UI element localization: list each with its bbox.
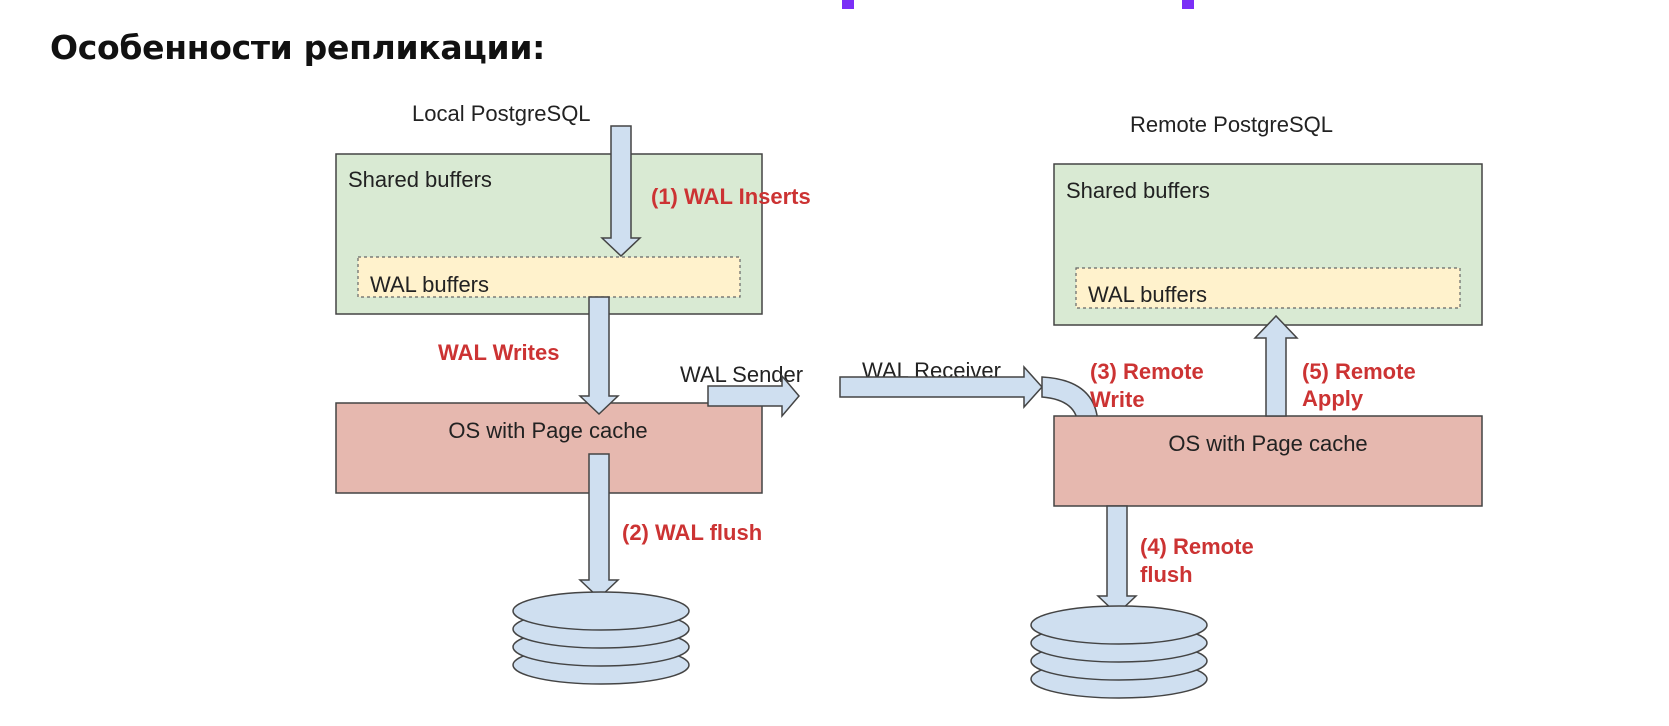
remote-apply-label-1: (5) Remote (1302, 359, 1416, 384)
remote-disk-icon (1030, 605, 1208, 699)
local-os-cache-box (335, 402, 763, 494)
remote-write-label-1: (3) Remote (1090, 359, 1204, 384)
wal-sender-arrow (707, 373, 800, 419)
wal-flush-label: (2) WAL flush (622, 520, 762, 545)
page-title: Особенности репликации: (50, 28, 546, 67)
local-shared-buffers-label: Shared buffers (348, 167, 492, 192)
remote-write-label-2: Write (1090, 387, 1145, 412)
remote-wal-buffers-box (1075, 267, 1461, 309)
remote-flush-label-2: flush (1140, 562, 1193, 587)
remote-os-cache-label: OS with Page cache (1168, 431, 1367, 456)
local-disk-icon (512, 591, 690, 685)
wal-flush-arrow (578, 453, 620, 600)
wal-writes-label: WAL Writes (438, 340, 559, 365)
purple-decoration-left (842, 0, 854, 9)
remote-flush-arrow (1096, 505, 1138, 616)
remote-apply-arrow (1253, 314, 1299, 417)
wal-writes-arrow (578, 296, 620, 416)
remote-postgresql-label: Remote PostgreSQL (1130, 112, 1333, 137)
wal-receiver-arrow (839, 365, 1044, 409)
remote-os-cache-box (1053, 415, 1483, 507)
remote-shared-buffers-label: Shared buffers (1066, 178, 1210, 203)
purple-decoration-right (1182, 0, 1194, 9)
local-os-cache-label: OS with Page cache (448, 418, 647, 443)
remote-flush-label-1: (4) Remote (1140, 534, 1254, 559)
remote-wal-buffers-label: WAL buffers (1088, 282, 1207, 307)
local-wal-buffers-label: WAL buffers (370, 272, 489, 297)
local-wal-buffers-box (357, 256, 741, 298)
remote-apply-label-2: Apply (1302, 386, 1364, 411)
wal-inserts-label: (1) WAL Inserts (651, 184, 811, 209)
wal-inserts-arrow (600, 125, 642, 258)
local-postgresql-label: Local PostgreSQL (412, 101, 591, 126)
